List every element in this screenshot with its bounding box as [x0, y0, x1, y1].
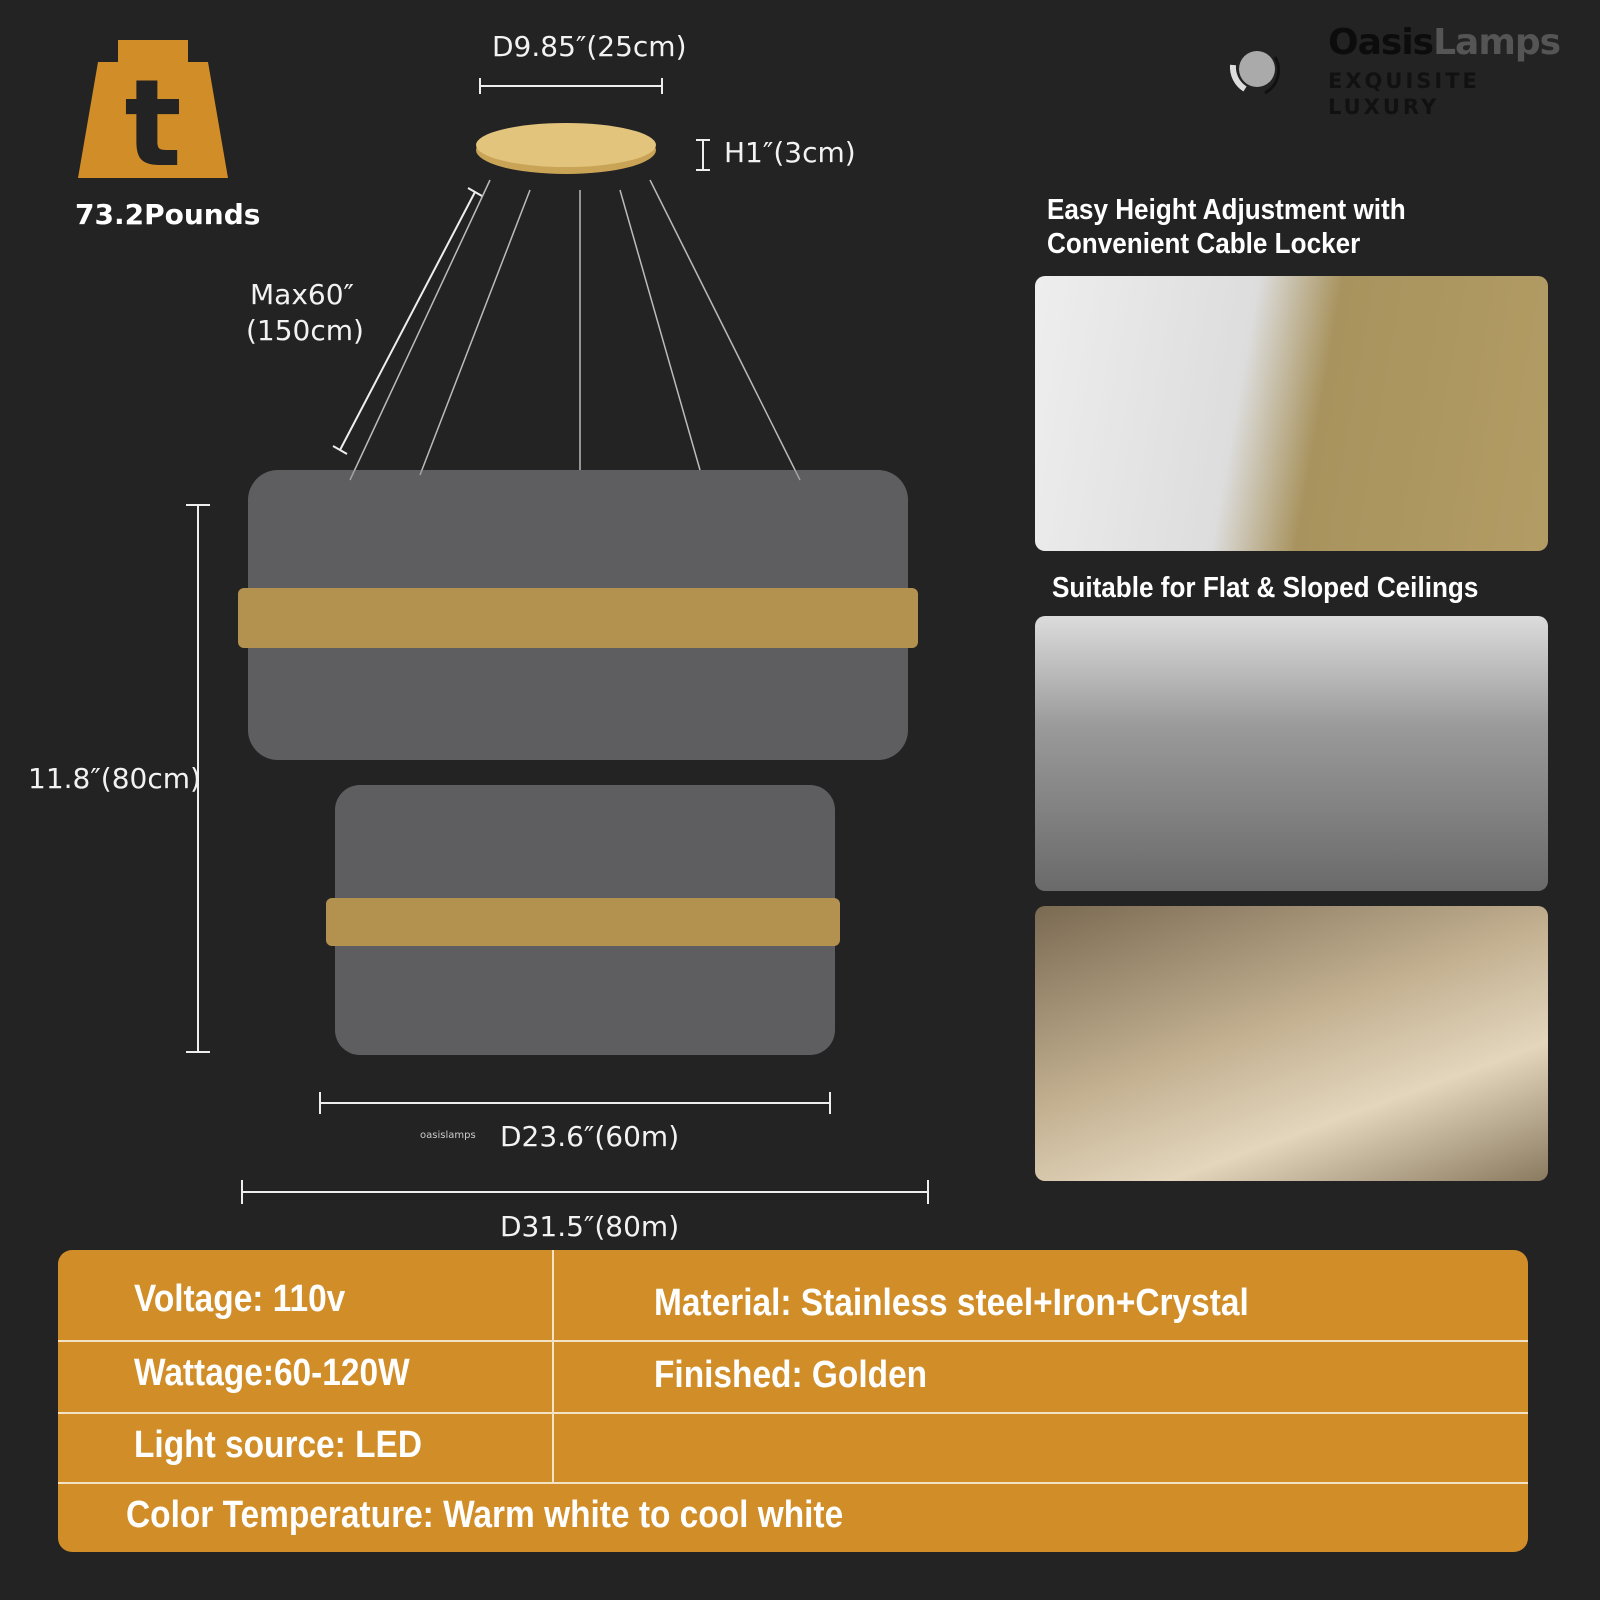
weight-label: 73.2Pounds [75, 198, 261, 231]
chandelier-diagram [186, 78, 929, 1204]
canopy-diameter-label: D9.85″(25cm) [492, 30, 687, 63]
height-label: 11.8″(80cm) [28, 762, 201, 795]
sloped-ceiling-photo [1035, 906, 1548, 1181]
spec-finish: Finished: Golden [654, 1354, 928, 1396]
spec-light-source: Light source: LED [134, 1424, 422, 1466]
dimension-lines [186, 78, 929, 1204]
lower-diameter-label: D23.6″(60m) [500, 1120, 680, 1153]
logo-globe-icon [1229, 51, 1281, 95]
flat-ceiling-photo [1035, 616, 1548, 891]
feature-caption: Suitable for Flat & Sloped Ceilings [1052, 572, 1479, 604]
spec-wattage: Wattage:60-120W [134, 1352, 410, 1394]
spec-color-temperature: Color Temperature: Warm white to cool wh… [126, 1494, 844, 1536]
weight-icon: t [78, 40, 228, 180]
spec-voltage: Voltage: 110v [134, 1278, 346, 1320]
specs-table: Voltage: 110v Material: Stainless steel+… [58, 1250, 1528, 1552]
cable-length-metric-label: (150cm) [246, 314, 364, 347]
spec-material: Material: Stainless steel+Iron+Crystal [654, 1282, 1249, 1324]
watermark: oasislamps [420, 1130, 476, 1141]
brand-name-bold: Oasis [1328, 22, 1434, 63]
brand-tagline: EXQUISITE [1328, 69, 1480, 93]
brand-name-light: Lamps [1433, 22, 1561, 63]
lower-gold-band [326, 898, 840, 946]
upper-diameter-label: D31.5″(80m) [500, 1210, 680, 1243]
cable-length-label: Max60″ [250, 278, 354, 311]
cable-locker-photo [1035, 276, 1548, 551]
brand-logo: OasisLamps EXQUISITE LUXURY [1225, 22, 1565, 122]
canopy-height-label: H1″(3cm) [724, 136, 856, 169]
svg-text:t: t [124, 55, 181, 180]
upper-gold-band [238, 588, 918, 648]
brand-tagline: LUXURY [1328, 95, 1440, 119]
